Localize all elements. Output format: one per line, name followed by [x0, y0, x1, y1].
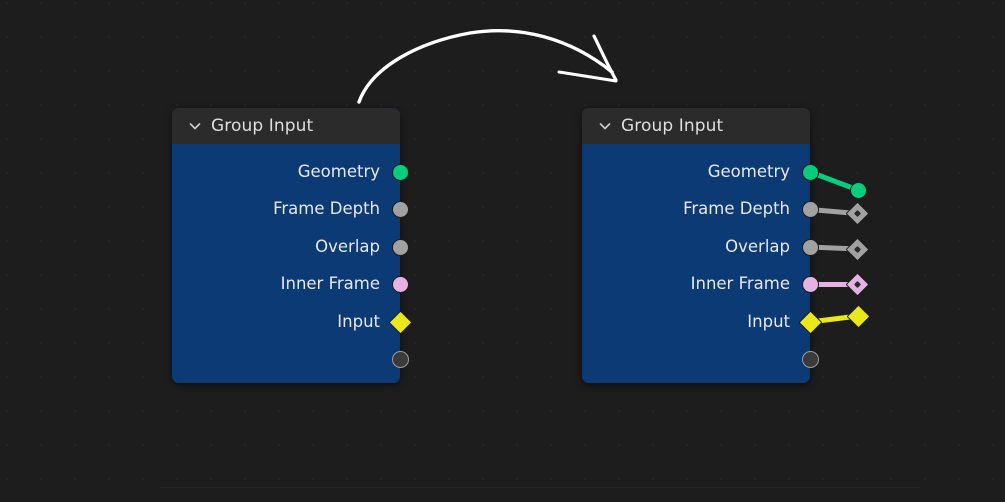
output-label: Inner Frame	[280, 274, 380, 294]
node-output-row[interactable]: Input	[582, 311, 810, 333]
chevron-down-icon[interactable]	[598, 119, 612, 133]
node-output-row[interactable]: Geometry	[172, 161, 400, 183]
socket-virtual[interactable]	[391, 351, 409, 368]
socket-overlap[interactable]	[391, 238, 409, 256]
socket-overlap[interactable]	[801, 238, 819, 256]
socket-frame-depth[interactable]	[391, 201, 409, 218]
node-title: Group Input	[211, 115, 314, 136]
link-endpoint-inner-frame[interactable]	[844, 272, 870, 297]
socket-geometry[interactable]	[391, 163, 409, 181]
output-label: Frame Depth	[683, 199, 790, 219]
node-output-row[interactable]: Frame Depth	[582, 199, 810, 221]
output-label: Overlap	[725, 236, 790, 256]
node-output-row[interactable]: Overlap	[582, 236, 810, 258]
output-label: Geometry	[297, 161, 380, 181]
link-endpoint-frame-depth[interactable]	[844, 201, 870, 226]
node-output-row[interactable]: Inner Frame	[172, 274, 400, 296]
output-label: Overlap	[315, 236, 380, 256]
node-title: Group Input	[621, 115, 724, 136]
socket-inner-frame[interactable]	[801, 276, 819, 293]
output-label: Frame Depth	[273, 199, 380, 219]
node-output-row[interactable]: Input	[172, 311, 400, 333]
socket-inner-frame[interactable]	[391, 276, 409, 293]
output-label: Inner Frame	[690, 274, 790, 294]
node-body	[582, 144, 810, 383]
node-header[interactable]: Group Input	[172, 108, 400, 144]
link-endpoint-overlap[interactable]	[844, 236, 870, 262]
socket-geometry[interactable]	[801, 163, 819, 181]
node-body	[172, 144, 400, 383]
output-label: Input	[747, 311, 790, 331]
node-header[interactable]: Group Input	[582, 108, 810, 144]
chevron-down-icon[interactable]	[188, 119, 202, 133]
socket-frame-depth[interactable]	[801, 201, 819, 218]
node-output-row[interactable]: Frame Depth	[172, 199, 400, 221]
socket-virtual[interactable]	[801, 351, 819, 368]
link-endpoint-input[interactable]	[845, 303, 871, 329]
link-endpoint-geometry[interactable]	[849, 181, 867, 199]
node-output-row[interactable]: Geometry	[582, 161, 810, 183]
output-label: Input	[337, 311, 380, 331]
node-output-row[interactable]: Overlap	[172, 236, 400, 258]
editor-bottom-divider	[160, 487, 920, 488]
node-output-row[interactable]: Inner Frame	[582, 274, 810, 296]
output-label: Geometry	[707, 161, 790, 181]
